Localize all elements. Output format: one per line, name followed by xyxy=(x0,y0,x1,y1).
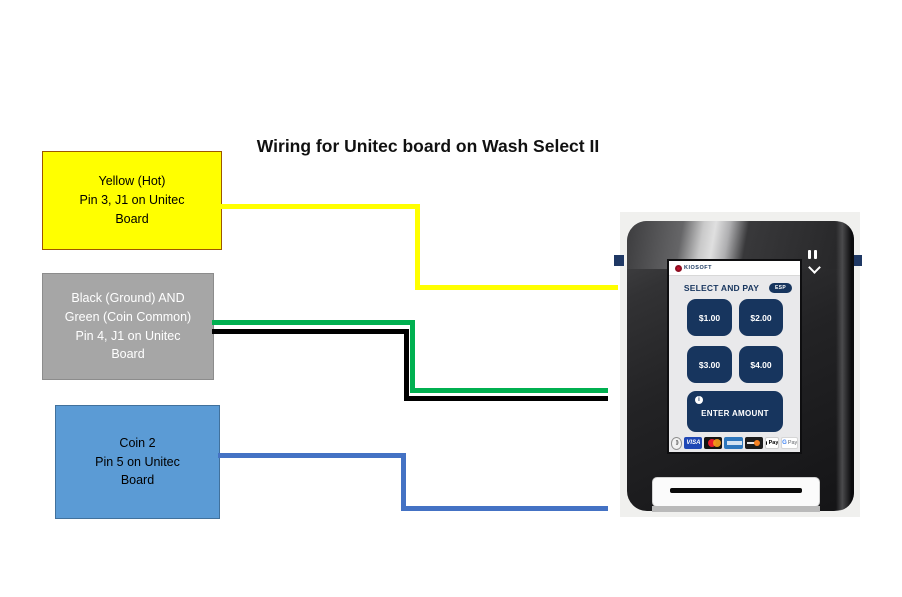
coin2-label: Coin 2 Pin 5 on Unitec Board xyxy=(95,435,180,488)
blue-wire-v xyxy=(401,453,406,511)
brand-name: KIOSOFT xyxy=(684,265,712,271)
card-slot-opening xyxy=(670,488,802,493)
green-wire-h1 xyxy=(212,320,415,325)
yellow-wire-v xyxy=(415,204,420,290)
green-wire-h2 xyxy=(410,388,608,393)
ground-coin-common-label-box: Black (Ground) AND Green (Coin Common) P… xyxy=(42,273,214,380)
pause-icon xyxy=(808,250,817,259)
blue-wire-h1 xyxy=(218,453,406,458)
black-wire-h1 xyxy=(212,329,409,334)
card-slot xyxy=(652,477,820,507)
visa-icon: VISA xyxy=(684,437,703,449)
yellow-wire-h1 xyxy=(220,204,420,209)
info-icon: i xyxy=(695,396,703,404)
amount-button-2: $2.00 xyxy=(739,299,783,336)
esp-language-button: ESP xyxy=(769,283,792,293)
device-right-edge xyxy=(836,221,854,511)
apple-pay-icon: Pay xyxy=(764,437,780,449)
enter-amount-label: ENTER AMOUNT xyxy=(701,409,769,418)
amount-button-1: $1.00 xyxy=(687,299,732,336)
amount-button-3: $3.00 xyxy=(687,346,732,383)
contactless-icon: ))) xyxy=(670,436,683,450)
blue-wire-h2 xyxy=(401,506,608,511)
terminal-screen: KIOSOFT SELECT AND PAY ESP $1.00 $2.00 $… xyxy=(669,261,800,452)
card-slot-shadow xyxy=(652,506,820,512)
amex-icon xyxy=(724,437,743,449)
yellow-hot-label-box: Yellow (Hot) Pin 3, J1 on Unitec Board xyxy=(42,151,222,250)
green-wire-v xyxy=(410,320,415,393)
enter-amount-button: i ENTER AMOUNT xyxy=(687,391,783,432)
kiosoft-logo-icon xyxy=(675,264,682,272)
black-wire-h2 xyxy=(404,396,608,401)
yellow-wire-h2 xyxy=(415,285,618,290)
mastercard-icon xyxy=(704,437,723,449)
right-mount-tab xyxy=(852,255,862,266)
yellow-hot-label: Yellow (Hot) Pin 3, J1 on Unitec Board xyxy=(79,174,185,226)
amount-button-4: $4.00 xyxy=(739,346,783,383)
screen-header: KIOSOFT xyxy=(669,261,800,276)
payment-terminal: KIOSOFT SELECT AND PAY ESP $1.00 $2.00 $… xyxy=(627,221,854,512)
coin2-label-box: Coin 2 Pin 5 on Unitec Board xyxy=(55,405,220,519)
discover-icon xyxy=(744,437,763,449)
page-title: Wiring for Unitec board on Wash Select I… xyxy=(256,136,600,156)
ground-coin-common-label: Black (Ground) AND Green (Coin Common) P… xyxy=(64,291,192,362)
left-mount-tab xyxy=(614,255,624,266)
screen-title: SELECT AND PAY xyxy=(683,283,760,293)
black-wire-v xyxy=(404,329,409,401)
